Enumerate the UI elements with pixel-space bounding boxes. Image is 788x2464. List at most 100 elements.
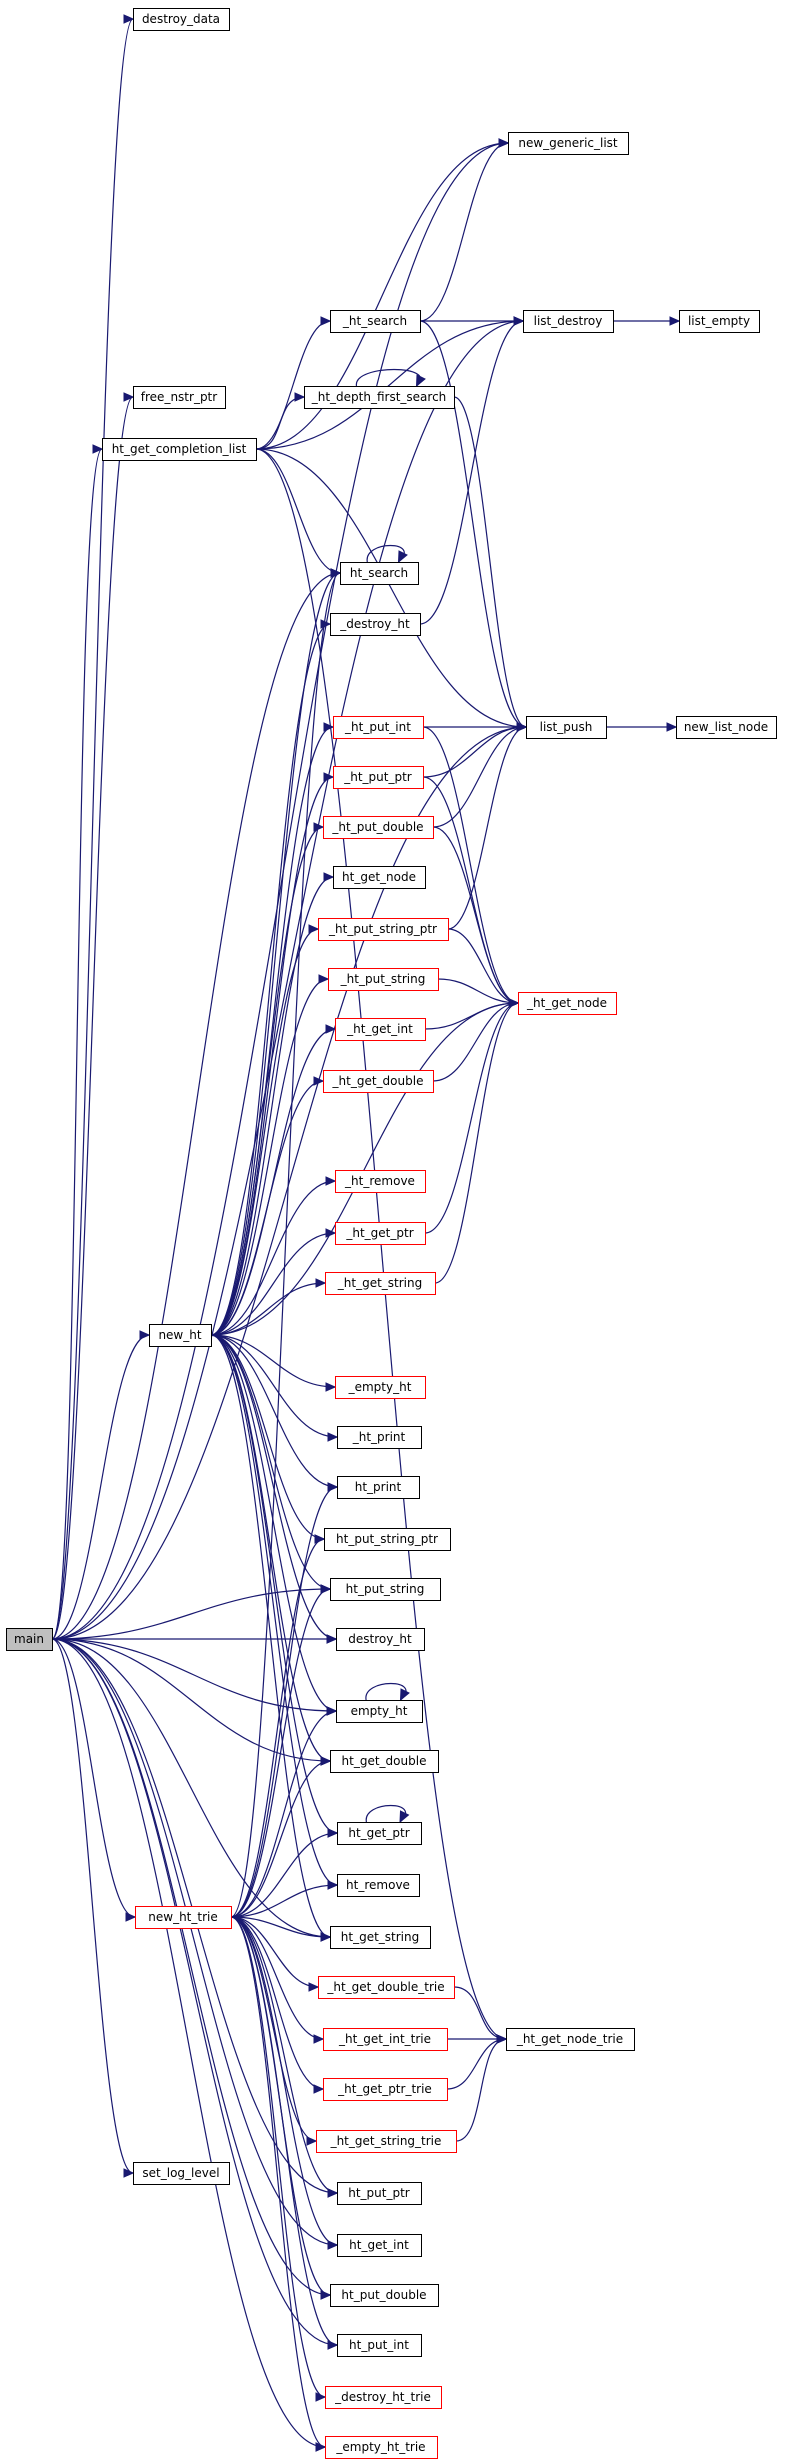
node-ht-get-int[interactable]: ht_get_int [337,2234,422,2257]
node-ht-get-node[interactable]: _ht_get_node [518,992,617,1015]
node-ht-get-node[interactable]: ht_get_node [333,866,426,889]
node-empty-ht[interactable]: empty_ht [336,1700,423,1723]
node-ht-get-node-trie[interactable]: _ht_get_node_trie [506,2028,635,2051]
node-ht-get-double-trie[interactable]: _ht_get_double_trie [318,1976,455,1999]
node-ht-print[interactable]: ht_print [337,1476,420,1499]
node-box [323,2028,448,2051]
edge-line [51,1638,337,1712]
node-ht-get-int[interactable]: _ht_get_int [335,1018,426,1041]
edge-new_ht-to-destroy_ht [210,1334,338,1644]
node-ht-remove[interactable]: ht_remove [337,1874,420,1897]
edge-main-to-ht_put_double [51,1638,332,2300]
node-ht-put-ptr[interactable]: _ht_put_ptr [333,766,424,789]
node-ht-search[interactable]: ht_search [340,562,419,585]
node-new-list-node[interactable]: new_list_node [676,716,777,739]
node-ht-put-double[interactable]: ht_put_double [330,2284,439,2307]
node-ht-put-double[interactable]: _ht_put_double [323,816,434,839]
node-ht-put-ptr[interactable]: ht_put_ptr [337,2182,422,2205]
edge-main-to-new_ht_trie [51,1638,137,1922]
node-ht-get-string[interactable]: _ht_get_string [325,1272,436,1295]
node-ht-get-ptr[interactable]: _ht_get_ptr [335,1222,426,1245]
node-empty-ht-trie[interactable]: _empty_ht_trie [325,2436,438,2459]
node-list-push[interactable]: list_push [526,716,607,739]
edge-new_ht_trie-to-ht_print [230,1482,339,1918]
edge-line [255,142,509,450]
node-set-log-level[interactable]: set_log_level [133,2162,230,2185]
node-ht-search[interactable]: _ht_search [330,310,421,333]
node-ht-get-string-trie[interactable]: _ht_get_string_trie [316,2130,457,2153]
node-label: ht_put_int [349,2338,409,2352]
node-ht-put-string[interactable]: ht_put_string [330,1578,441,1601]
node-ht-put-string-ptr[interactable]: ht_put_string_ptr [324,1528,451,1551]
edge-line [51,572,341,1640]
edge-line [422,726,519,1004]
edge-main-to-free_nstr_ptr [51,392,135,1640]
edge-new_ht-to-_ht_get_node [210,998,520,1336]
edge-line [453,396,527,728]
node-ht-remove[interactable]: _ht_remove [335,1170,426,1193]
edge-main-to-_empty_ht_trie [51,1638,327,2452]
edge-ht_get_ptr-to-ht_get_ptr [365,1805,410,1824]
node-ht-get-ptr[interactable]: ht_get_ptr [337,1822,422,1845]
edge-new_ht_trie-to-_destroy_ht_trie [230,1916,327,2402]
edge-_destroy_ht-to-list_destroy [419,316,525,625]
node-ht-get-completion-list[interactable]: ht_get_completion_list [102,438,257,461]
edge-_ht_get_ptr-to-_ht_get_node [424,998,520,1234]
node-box [324,1528,451,1551]
node-destroy-data[interactable]: destroy_data [133,8,230,31]
node-destroy-ht[interactable]: _destroy_ht [330,613,421,636]
edge-arrowhead [123,2168,135,2178]
node-label: _ht_get_string [337,1276,422,1290]
node-new-ht[interactable]: new_ht [149,1324,212,1347]
edge-arrowhead [666,722,678,732]
node-new-ht-trie[interactable]: new_ht_trie [135,1906,232,1929]
edge-arrowhead [323,772,335,782]
edge-line [355,368,421,387]
edge-list_destroy-to-list_empty [613,316,681,326]
node-box [676,716,777,739]
node-ht-put-int[interactable]: ht_put_int [337,2334,422,2357]
edge-arrowhead [123,392,135,402]
edge-line [210,1334,325,1540]
edge-line [230,1916,319,1988]
node-list-empty[interactable]: list_empty [679,310,760,333]
node-list-destroy[interactable]: list_destroy [523,310,614,333]
node-box [330,2284,439,2307]
node-ht-put-string-ptr[interactable]: _ht_put_string_ptr [318,918,449,941]
edge-line [419,142,509,322]
node-ht-get-double[interactable]: ht_get_double [330,1750,439,1773]
edge-_ht_get_double_trie-to-_ht_get_node_trie [453,1986,508,2044]
node-box [333,866,426,889]
edge-line [51,1638,338,2346]
node-free-nstr-ptr[interactable]: free_nstr_ptr [133,386,226,409]
node-label: _ht_get_string_trie [330,2134,442,2148]
node-destroy-ht[interactable]: destroy_ht [336,1628,425,1651]
node-ht-get-double[interactable]: _ht_get_double [323,1070,434,1093]
edge-line [230,572,341,1918]
node-ht-get-ptr-trie[interactable]: _ht_get_ptr_trie [323,2078,448,2101]
edge-_ht_depth_first_search-to-_ht_depth_first_search [355,368,426,388]
node-ht-put-string[interactable]: _ht_put_string [328,968,439,991]
node-label: _empty_ht [348,1380,412,1394]
edge-arrowhead [325,1382,337,1392]
node-destroy-ht-trie[interactable]: _destroy_ht_trie [325,2386,442,2409]
node-box [336,1700,423,1723]
node-empty-ht[interactable]: _empty_ht [335,1376,426,1399]
node-main[interactable]: main [6,1628,53,1651]
node-ht-print[interactable]: _ht_print [337,1426,422,1449]
edge-new_ht_trie-to-ht_get_double [230,1756,332,1918]
node-ht-put-int[interactable]: _ht_put_int [333,716,424,739]
edge-arrowhead [313,1076,325,1086]
node-ht-get-string[interactable]: ht_get_string [330,1926,431,1949]
edge-new_ht-to-_ht_put_ptr [210,772,335,1336]
edge-_ht_depth_first_search-to-list_push [453,396,528,732]
node-ht-depth-first-search[interactable]: _ht_depth_first_search [304,386,455,409]
edge-_ht_search-to-new_generic_list [419,138,510,322]
node-label: list_empty [688,314,750,328]
edge-arrowhead [125,1912,137,1922]
node-new-generic-list[interactable]: new_generic_list [508,132,629,155]
node-box [330,1750,439,1773]
edge-new_ht-to-ht_get_node [210,872,335,1336]
edge-ht_search-to-ht_search [366,545,408,564]
node-ht-get-int-trie[interactable]: _ht_get_int_trie [323,2028,448,2051]
